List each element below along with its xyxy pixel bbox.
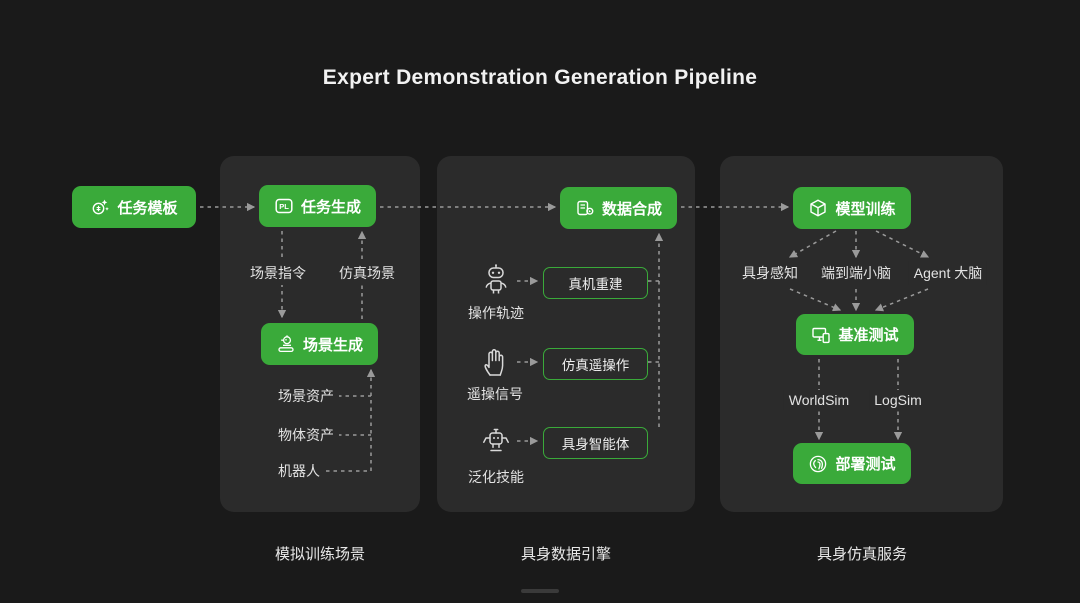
money-sparkle-icon — [90, 197, 110, 217]
machine-icon — [479, 423, 513, 459]
embodied-agent-box: 具身智能体 — [543, 427, 648, 459]
sim-scene-label: 仿真场景 — [334, 261, 400, 285]
embodied-perception-label: 具身感知 — [737, 261, 803, 285]
task-template-node: 任务模板 — [72, 186, 196, 228]
data-synthesis-node: 数据合成 — [560, 187, 677, 229]
glove-icon — [478, 344, 512, 380]
scene-assets-label: 场景资产 — [273, 384, 339, 408]
benchmark-test-node: 基准测试 — [796, 314, 914, 355]
bottom-indicator — [521, 589, 559, 593]
agent-brain-label: Agent 大脑 — [908, 261, 988, 285]
sim-teleoperation-box: 仿真遥操作 — [543, 348, 648, 380]
svg-text:PL: PL — [279, 202, 289, 211]
task-template-label: 任务模板 — [117, 199, 178, 217]
scene-generation-node: 场景生成 — [261, 323, 378, 365]
model-training-label: 模型训练 — [835, 200, 896, 218]
robot-icon — [479, 263, 513, 299]
caption-sim-service: 具身仿真服务 — [816, 546, 908, 563]
cube-icon — [808, 198, 828, 218]
task-generation-node: PL 任务生成 — [259, 185, 376, 227]
model-training-node: 模型训练 — [793, 187, 911, 229]
object-assets-label: 物体资产 — [273, 423, 339, 447]
pl-badge-icon: PL — [274, 196, 294, 216]
devices-icon — [811, 325, 831, 345]
deployment-test-label: 部署测试 — [835, 456, 896, 473]
real-machine-reconstruction-box: 真机重建 — [543, 267, 648, 299]
operation-trajectory-label: 操作轨迹 — [468, 305, 524, 321]
benchmark-test-label: 基准测试 — [838, 327, 899, 344]
scene-generation-label: 场景生成 — [302, 336, 363, 354]
robot-conveyor-icon — [276, 334, 296, 354]
recorder-icon — [575, 198, 595, 218]
diagram-title: Expert Demonstration Generation Pipeline — [322, 66, 758, 89]
worldsim-label: WorldSim — [783, 390, 855, 410]
teleoperation-signal-label: 遥操信号 — [467, 386, 523, 402]
scene-instruction-label: 场景指令 — [245, 261, 311, 285]
data-synthesis-label: 数据合成 — [601, 200, 662, 218]
generalized-skill-label: 泛化技能 — [468, 469, 524, 485]
deployment-test-node: 部署测试 — [793, 443, 911, 484]
caption-data-engine: 具身数据引擎 — [520, 546, 612, 563]
robot-asset-label: 机器人 — [273, 459, 325, 483]
end-to-end-cerebellum-label: 端到端小脑 — [816, 261, 896, 285]
task-generation-label: 任务生成 — [300, 198, 361, 216]
caption-sim-training: 模拟训练场景 — [274, 546, 366, 563]
fingerprint-icon — [808, 454, 828, 474]
logsim-label: LogSim — [869, 390, 927, 410]
